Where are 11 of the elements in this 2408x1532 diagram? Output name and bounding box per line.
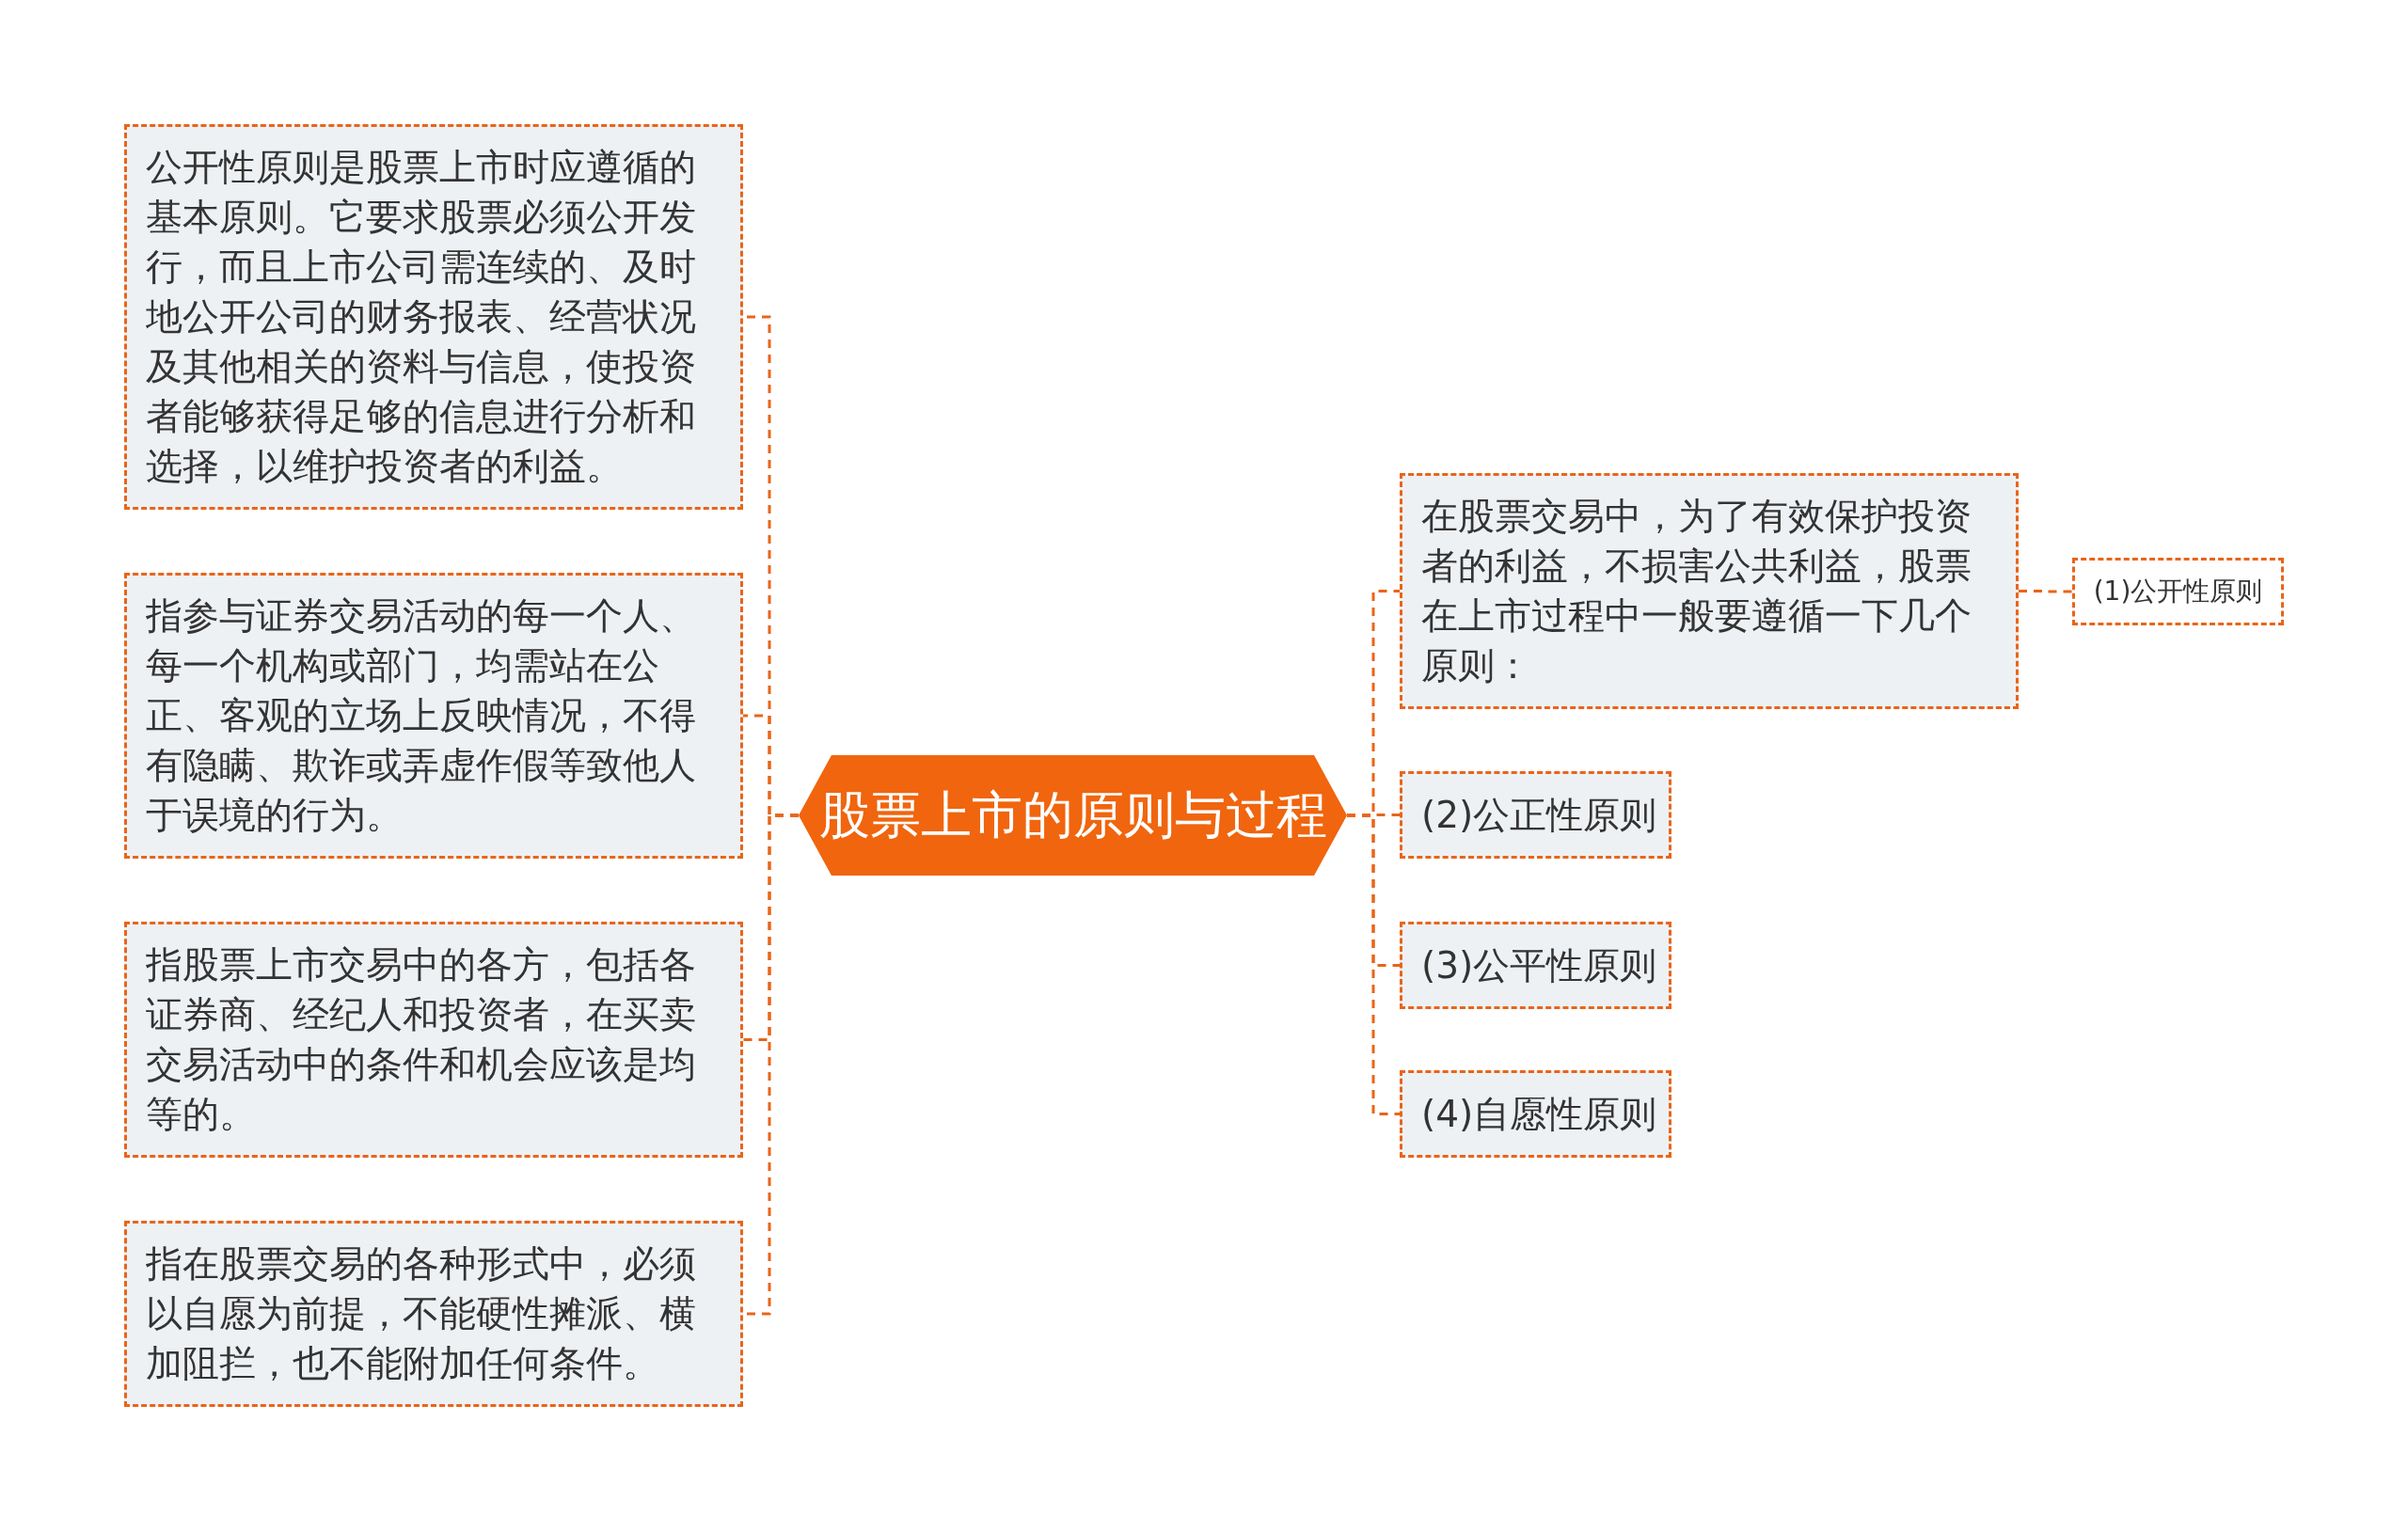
text-box: 指股票上市交易中的各方，包括各证券商、经纪人和投资者，在买卖交易活动中的条件和机会应该是均等的。: [124, 922, 743, 1158]
text-box: 指参与证券交易活动的每一个人、每一个机构或部门，均需站在公正、客观的立场上反映情况，不得有隐瞒、欺诈或弄虚作假等致他人于误境的行为。: [124, 573, 743, 859]
text-box: (1)公开性原则: [2072, 558, 2284, 625]
text-box: 在股票交易中，为了有效保护投资者的利益，不损害公共利益，股票在上市过程中一般要遵循一下几个原则：: [1400, 473, 2019, 709]
connector: [1347, 813, 1400, 1115]
text-box: (3)公平性原则: [1400, 922, 1671, 1009]
connector: [2019, 590, 2072, 593]
text-box: (2)公正性原则: [1400, 771, 1671, 859]
text-box: (4)自愿性原则: [1400, 1070, 1671, 1158]
text-box: 公开性原则是股票上市时应遵循的基本原则。它要求股票必须公开发行，而且上市公司需连续的、及时地公开公司的财务报表、经营状况及其他相关的资料与信息，使投资者能够获得足够的信息进行分析和选择，以维护投资者的利益。: [124, 124, 743, 510]
text-box: 指在股票交易的各种形式中，必须以自愿为前提，不能硬性摊派、横加阻拦，也不能附加任何条件。: [124, 1221, 743, 1407]
